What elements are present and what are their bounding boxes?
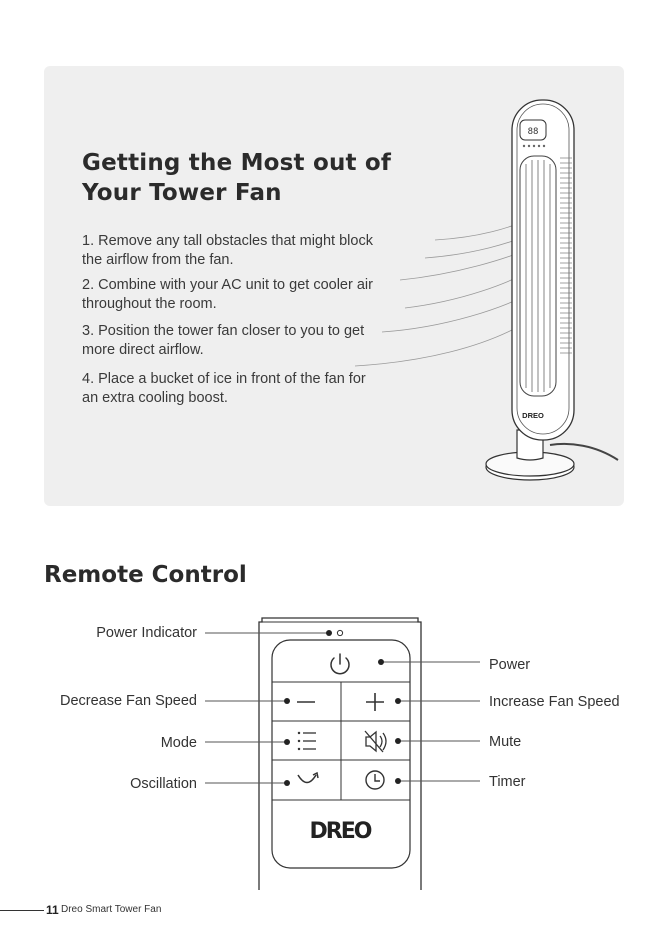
tip-1: 1. Remove any tall obstacles that might … — [82, 233, 373, 268]
remote-brand-logo: DREO — [310, 819, 372, 844]
label-timer: Timer — [489, 774, 526, 790]
mode-list-icon[interactable] — [297, 731, 316, 751]
remote-section-title: Remote Control — [44, 562, 247, 588]
mute-icon[interactable] — [364, 730, 387, 753]
label-increase-fan-speed: Increase Fan Speed — [489, 694, 620, 710]
power-indicator-led — [336, 629, 344, 637]
label-decrease-fan-speed: Decrease Fan Speed — [59, 693, 197, 709]
timer-icon[interactable] — [365, 770, 385, 790]
tip-3: 3. Position the tower fan closer to you … — [82, 323, 365, 358]
tip-2: 2. Combine with your AC unit to get cool… — [82, 277, 373, 312]
tip-4: 4. Place a bucket of ice in front of the… — [82, 371, 366, 406]
page-number: 11 — [46, 903, 59, 917]
plus-icon[interactable] — [366, 693, 384, 711]
remote-control-illustration: DREO — [205, 617, 480, 890]
tower-fan-illustration: 88 DREO — [354, 99, 619, 481]
power-icon[interactable] — [330, 653, 350, 675]
tips-title: Getting the Most out of Your Tower Fan — [82, 150, 392, 206]
fan-brand-logo: DREO — [522, 411, 544, 420]
footer-text: Dreo Smart Tower Fan — [61, 904, 162, 915]
label-oscillation: Oscillation — [130, 776, 197, 792]
label-mute: Mute — [489, 734, 522, 750]
oscillation-icon[interactable] — [297, 771, 319, 784]
label-mode: Mode — [160, 735, 197, 751]
label-power-indicator: Power Indicator — [96, 625, 197, 641]
fan-display-text: 88 — [528, 127, 539, 137]
footer-rule — [0, 910, 44, 911]
label-power: Power — [489, 657, 531, 673]
